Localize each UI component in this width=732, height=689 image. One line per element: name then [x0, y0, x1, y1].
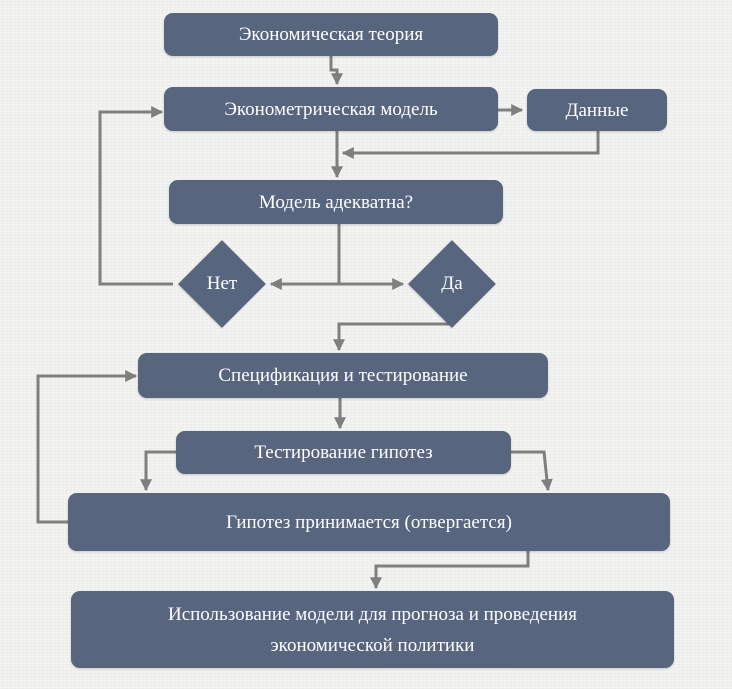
- arrow-accepted-to-usage: [370, 551, 530, 590]
- node-econometric-model-label: Эконометрическая модель: [224, 98, 438, 120]
- node-hypothesis-testing: Тестирование гипотез: [176, 431, 511, 474]
- arrow-data-to-check: [341, 131, 600, 159]
- node-econometric-model: Эконометрическая модель: [164, 87, 498, 131]
- arrow-hyp-right: [511, 450, 553, 492]
- node-model-usage-line1: Использование модели для прогноза и пров…: [167, 603, 578, 625]
- arrow-yes-to-spec: [333, 322, 452, 352]
- node-specification-testing-label: Спецификация и тестирование: [218, 365, 468, 386]
- decision-yes-label: Да: [441, 273, 463, 294]
- node-data: Данные: [527, 89, 667, 131]
- node-hypothesis-testing-label: Тестирование гипотез: [254, 442, 433, 463]
- node-model-adequate-label: Модель адекватна?: [258, 191, 414, 213]
- arrow-accepted-loop: [36, 370, 138, 524]
- node-economic-theory-label: Экономическая теория: [238, 24, 424, 45]
- node-hypothesis-accepted-label: Гипотез принимается (отвергается): [226, 511, 512, 533]
- arrow-no-loop: [98, 106, 173, 286]
- node-specification-testing: Спецификация и тестирование: [138, 353, 548, 398]
- arrow-theory-to-model: [329, 56, 343, 86]
- node-model-usage: Использование модели для прогноза и пров…: [71, 591, 674, 668]
- decision-no: Нет: [177, 239, 267, 329]
- arrow-hyp-left: [140, 450, 176, 492]
- node-model-usage-line2: экономической политики: [270, 634, 475, 656]
- node-model-adequate: Модель адекватна?: [169, 180, 503, 224]
- node-hypothesis-accepted: Гипотез принимается (отвергается): [68, 493, 670, 551]
- node-data-label: Данные: [565, 99, 629, 121]
- node-economic-theory: Экономическая теория: [164, 13, 498, 56]
- decision-no-label: Нет: [206, 273, 238, 294]
- decision-yes: Да: [407, 239, 497, 329]
